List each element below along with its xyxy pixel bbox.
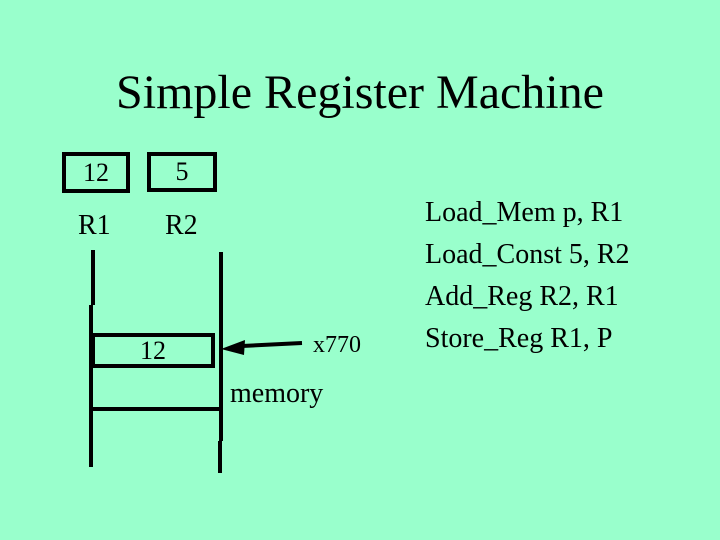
memory-left-wall-line bbox=[91, 250, 95, 305]
program-line: Load_Const 5, R2 bbox=[425, 239, 630, 270]
program-line: Load_Mem p, R1 bbox=[425, 197, 624, 228]
register-r2-box: 5 bbox=[147, 152, 217, 192]
memory-left-wall-line bbox=[89, 305, 93, 467]
register-r1-value: 12 bbox=[83, 157, 109, 187]
memory-label: memory bbox=[230, 378, 324, 409]
memory-address-label: x770 bbox=[313, 332, 361, 358]
program-line: Add_Reg R2, R1 bbox=[425, 281, 619, 312]
register-r1-box: 12 bbox=[62, 152, 130, 193]
slide-title: Simple Register Machine bbox=[116, 66, 604, 119]
memory-cell-divider-line bbox=[91, 407, 222, 411]
program-line: Store_Reg R1, P bbox=[425, 323, 613, 354]
register-r1-label: R1 bbox=[78, 210, 111, 241]
register-r2-value: 5 bbox=[175, 157, 189, 186]
memory-cell-value: 12 bbox=[140, 335, 166, 365]
memory-right-wall-line bbox=[219, 252, 223, 441]
register-r2-label: R2 bbox=[165, 210, 198, 241]
memory-address-arrow-icon bbox=[221, 340, 303, 355]
program-listing: Load_Mem p, R1 Load_Const 5, R2 Add_Reg … bbox=[425, 192, 630, 360]
memory-cell-box: 12 bbox=[91, 333, 215, 368]
memory-right-wall-line bbox=[218, 441, 222, 473]
